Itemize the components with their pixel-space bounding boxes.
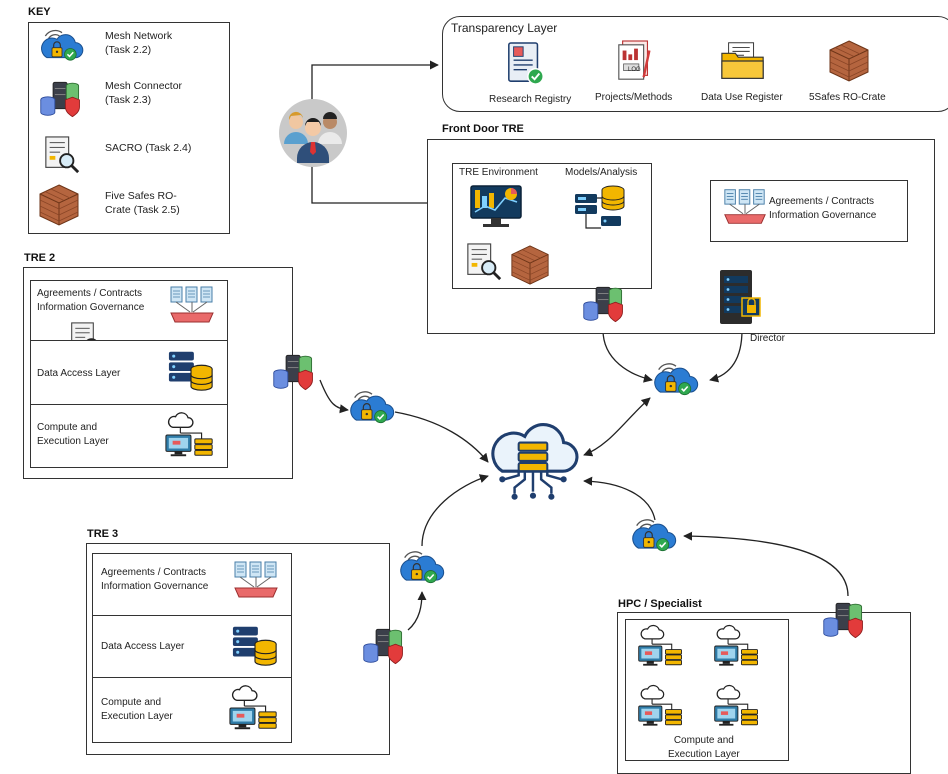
users-group-icon — [278, 98, 348, 168]
tre3-mesh-network-icon — [396, 548, 448, 588]
agreements-icon — [167, 285, 217, 325]
front-door-agreements-box: Agreements / Contracts Information Gover… — [710, 180, 908, 242]
projects-log-label: LOG — [628, 67, 641, 73]
research-registry-icon — [505, 41, 547, 87]
tre2-mesh-connector-icon — [272, 350, 316, 394]
models-analysis-label: Models/Analysis — [565, 167, 638, 178]
key-label-mesh-connector: Mesh Connector (Task 2.3) — [105, 80, 183, 106]
hpc-compute-layer: Compute and Execution Layer — [625, 619, 789, 761]
projects-methods-label: Projects/Methods — [595, 92, 673, 103]
front-door-mesh-connector-icon — [582, 282, 626, 326]
tre3-title: TRE 3 — [87, 528, 119, 540]
compute-icon — [712, 624, 762, 668]
hpc-mesh-connector-icon — [822, 598, 866, 642]
front-door-agreements-label: Agreements / Contracts Information Gover… — [769, 196, 877, 221]
front-door-mesh-network-icon — [650, 360, 702, 400]
sacro-icon — [465, 242, 503, 282]
mesh-connector-icon — [39, 77, 83, 121]
director-icon — [716, 268, 766, 328]
compute-icon — [227, 684, 281, 732]
data-store-icon — [231, 624, 279, 668]
front-door-title: Front Door TRE — [442, 123, 524, 135]
compute-icon — [712, 684, 762, 728]
tre3-compute-label: Compute and Execution Layer — [101, 697, 173, 722]
ro-crate-icon — [827, 39, 871, 83]
transparency-layer-panel: Transparency Layer Research Registry LOG… — [442, 16, 948, 112]
key-label-ro-crate: Five Safes RO- Crate (Task 2.5) — [105, 190, 180, 216]
key-label-sacro: SACRO (Task 2.4) — [105, 142, 192, 154]
key-panel: Mesh Network (Task 2.2) Mesh Connector (… — [28, 22, 230, 234]
ro-crate-label: 5Safes RO-Crate — [809, 92, 886, 103]
tre2-compute-label: Compute and Execution Layer — [37, 422, 109, 447]
director-label: Director — [750, 333, 786, 344]
models-analysis-icon — [573, 184, 629, 236]
compute-icon — [636, 684, 686, 728]
hpc-compute-label: Compute and Execution Layer — [668, 735, 740, 760]
tre3-data-access-layer: Data Access Layer — [92, 615, 292, 679]
central-hub-icon — [488, 420, 580, 506]
hpc-title: HPC / Specialist — [618, 598, 702, 610]
tre3-agreements-layer: Agreements / Contracts Information Gover… — [92, 553, 292, 617]
hpc-mesh-network-icon — [628, 516, 680, 556]
tre2-agreements-layer: Agreements / Contracts Information Gover… — [30, 280, 228, 342]
research-registry-label: Research Registry — [489, 94, 572, 105]
key-label-mesh-network: Mesh Network (Task 2.2) — [105, 30, 173, 56]
key-title: KEY — [28, 6, 51, 18]
tre3-compute-layer: Compute and Execution Layer — [92, 677, 292, 743]
tre2-mesh-network-icon — [346, 388, 398, 428]
compute-icon — [163, 411, 217, 459]
tre2-data-access-layer: Data Access Layer — [30, 340, 228, 406]
agreements-icon — [231, 560, 281, 600]
agreements-icon — [721, 187, 769, 227]
data-use-register-label: Data Use Register — [701, 92, 783, 103]
tre3-agreements-label: Agreements / Contracts Information Gover… — [101, 567, 209, 592]
projects-methods-icon — [615, 39, 657, 85]
tre2-agreements-label: Agreements / Contracts Information Gover… — [37, 288, 145, 313]
transparency-layer-title: Transparency Layer — [451, 21, 558, 35]
data-store-icon — [167, 349, 215, 393]
tre-environment-label: TRE Environment — [459, 167, 538, 178]
tre2-data-access-label: Data Access Layer — [37, 368, 121, 379]
mesh-network-icon — [37, 27, 87, 65]
tre-environment-icon — [469, 184, 525, 230]
sacro-icon — [43, 135, 81, 175]
tre3-data-access-label: Data Access Layer — [101, 641, 185, 652]
ro-crate-icon — [37, 183, 81, 227]
tre2-compute-layer: Compute and Execution Layer — [30, 404, 228, 468]
tre3-mesh-connector-icon — [362, 624, 406, 668]
compute-icon — [636, 624, 686, 668]
ro-crate-icon — [509, 244, 551, 286]
tre2-title: TRE 2 — [24, 252, 56, 264]
tre-environment-box: TRE Environment Models/Analysis — [452, 163, 652, 289]
data-use-register-icon — [719, 39, 767, 83]
